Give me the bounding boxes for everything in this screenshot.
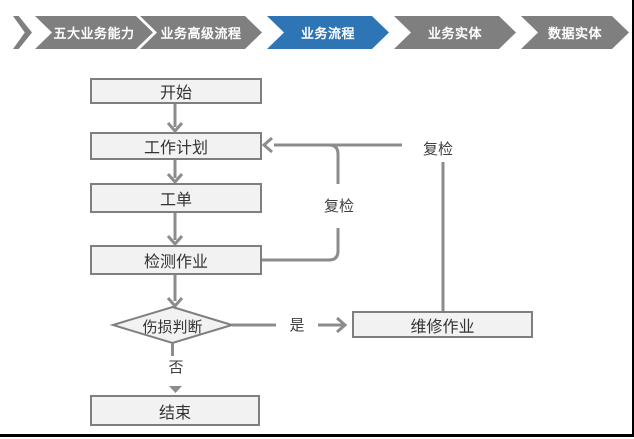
edge-label-recheck-mid: 复检 (316, 184, 362, 228)
nav-item-five-capabilities[interactable]: 五大业务能力 (35, 16, 153, 49)
connector-recheck-repair-plan (274, 143, 445, 311)
edge-label-recheck-right: 复检 (402, 136, 474, 162)
arrowhead-down-icon (166, 297, 184, 309)
node-label: 工单 (159, 190, 192, 209)
node-label: 结束 (158, 402, 191, 422)
node-repair-job: 维修作业 (352, 311, 533, 338)
edge-label-yes: 是 (276, 314, 318, 336)
nav-item-label: 业务高级流程 (160, 27, 242, 42)
nav-item-business-entity[interactable]: 业务实体 (394, 16, 516, 49)
arrowhead-right-icon (336, 316, 348, 334)
nav-item-label: 数据实体 (547, 27, 602, 42)
frame-bottom-line (0, 434, 634, 437)
node-label: 维修作业 (410, 316, 475, 336)
breadcrumb: 五大业务能力 业务高级流程 业务流程 业务实体 数据实体 (0, 16, 634, 49)
node-label: 开始 (159, 83, 192, 102)
node-work-plan: 工作计划 (90, 132, 262, 160)
frame-right-line (632, 0, 634, 437)
node-start: 开始 (90, 78, 262, 104)
node-end: 结束 (90, 395, 260, 426)
arrowhead-small-down-icon (169, 386, 182, 393)
nav-item-label: 五大业务能力 (53, 27, 135, 42)
node-label: 检测作业 (143, 252, 208, 271)
arrowhead-down-icon (166, 122, 184, 134)
arrowhead-down-icon (166, 235, 184, 247)
edge-label-no: 否 (155, 356, 197, 378)
nav-item-data-entity[interactable]: 数据实体 (521, 16, 629, 49)
node-inspection-job: 检测作业 (90, 245, 262, 275)
nav-item-advanced-process[interactable]: 业务高级流程 (140, 16, 262, 49)
node-label: 工作计划 (143, 138, 208, 157)
nav-item-business-process[interactable]: 业务流程 (267, 16, 389, 49)
nav-item-label: 业务流程 (300, 27, 355, 42)
node-damage-decision-label: 伤损判断 (113, 316, 232, 337)
arrowhead-down-icon (166, 173, 184, 185)
node-work-order: 工单 (90, 183, 262, 213)
node-label: 伤损判断 (142, 318, 203, 336)
nav-item-label: 业务实体 (427, 27, 482, 42)
arrowhead-left-icon (261, 136, 273, 154)
